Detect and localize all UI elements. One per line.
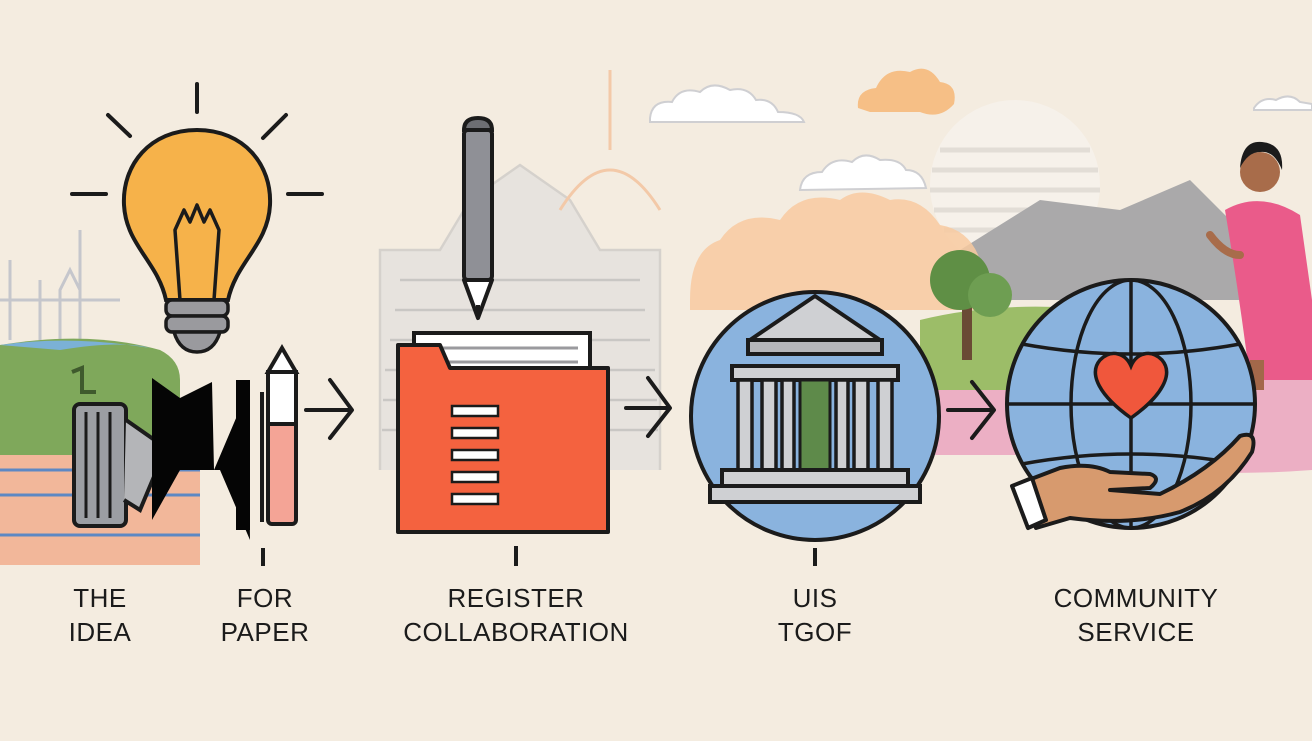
globe-heart-hand-icon <box>1005 278 1257 530</box>
step-label-2-line2: PAPER <box>220 617 310 647</box>
lightbulb-icon <box>70 82 324 354</box>
tree <box>930 250 1012 360</box>
cloud <box>798 154 928 192</box>
step-label-4-line2: TGOF <box>777 617 853 647</box>
step-label-2-line1: FOR <box>236 583 294 613</box>
step-label-1-line2: IDEA <box>68 617 132 647</box>
mountain <box>960 180 1260 300</box>
government-building-icon <box>689 290 941 566</box>
arrow-right-icon <box>304 378 354 440</box>
step-label-4: UIS TGOF <box>750 581 880 649</box>
step-label-2: FOR PAPER <box>200 581 330 649</box>
folder-icon <box>396 115 610 566</box>
step-label-5-line1: COMMUNITY <box>1053 583 1219 613</box>
step-label-1-line1: THE <box>73 583 127 613</box>
step-label-3-line2: COLLABORATION <box>403 617 629 647</box>
cloud <box>649 84 806 123</box>
step-label-1: THE IDEA <box>50 581 150 649</box>
pen-icon <box>461 115 495 320</box>
step-label-5-line2: SERVICE <box>1077 617 1195 647</box>
pen-and-paper-icon <box>71 344 300 566</box>
step-label-4-line1: UIS <box>792 583 838 613</box>
step-label-5: COMMUNITY SERVICE <box>1024 581 1248 649</box>
arrow-right-icon <box>624 376 672 438</box>
person-figure <box>1206 141 1312 390</box>
step-label-3: REGISTER COLLABORATION <box>380 581 652 649</box>
arrow-right-icon <box>946 380 996 440</box>
step-label-3-line1: REGISTER <box>447 583 585 613</box>
cloud <box>1253 95 1312 111</box>
blue-hill <box>0 340 150 350</box>
trees <box>690 192 980 310</box>
city-skyline <box>0 230 120 340</box>
cloud <box>857 68 955 115</box>
